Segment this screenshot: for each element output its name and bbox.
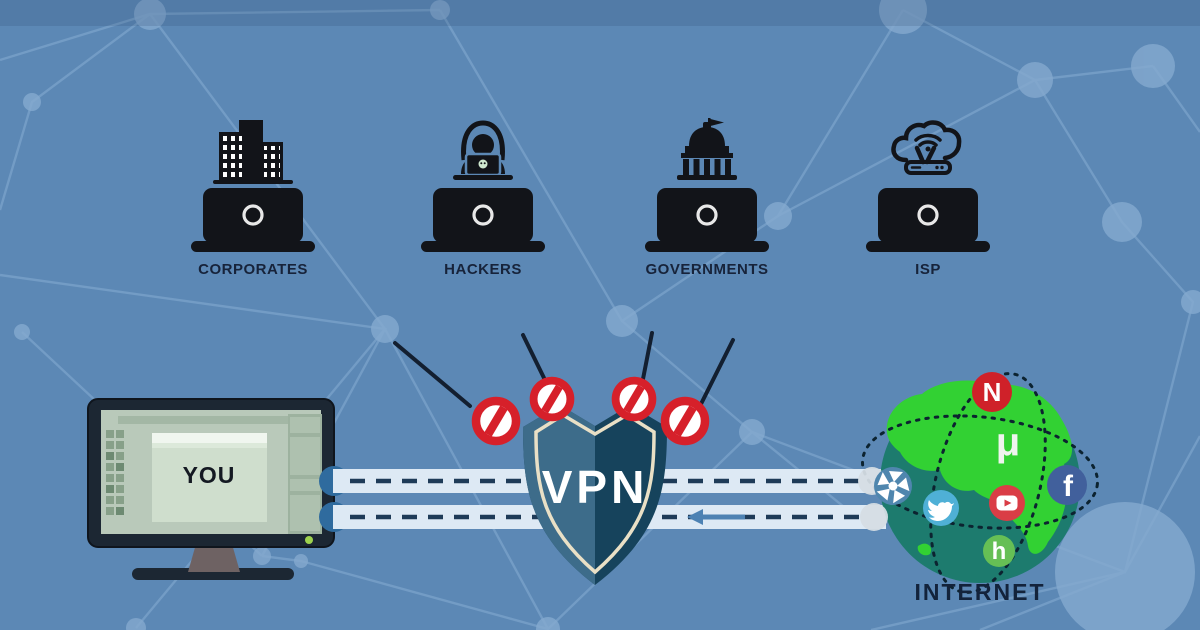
entity-corporates: CORPORATES <box>183 118 323 278</box>
vpn-shield: VPN <box>523 405 667 585</box>
play-button-icon <box>989 485 1025 521</box>
laptop-back-icon <box>864 188 992 254</box>
blocker-lines <box>393 331 735 408</box>
blocker-line <box>641 331 654 381</box>
pinwheel-icon <box>874 467 912 505</box>
blocked-signs <box>471 376 710 446</box>
internet-label: INTERNET <box>915 579 1046 605</box>
hulu-icon: h <box>983 535 1015 567</box>
laptop-back-icon <box>643 188 771 254</box>
vpn-label: VPN <box>542 461 649 513</box>
screen-sidebar-grid <box>106 430 124 515</box>
blocker-line <box>521 333 547 382</box>
entity-label: GOVERNMENTS <box>645 261 769 278</box>
entity-governments: GOVERNMENTS <box>637 118 777 278</box>
top-vignette <box>0 0 1200 26</box>
laptop-back-icon <box>419 188 547 254</box>
twitter-bird-icon <box>923 490 959 526</box>
screen-side-panel <box>288 414 322 534</box>
shield-border <box>534 412 656 575</box>
you-label: YOU <box>182 462 236 488</box>
no-entry-icon <box>611 376 657 422</box>
desktop-monitor-icon <box>87 398 335 580</box>
mesh-nodes <box>14 0 1200 630</box>
netflix-icon: N <box>972 372 1012 412</box>
hulu-glyph: h <box>992 538 1007 565</box>
continent-shape <box>886 380 1073 554</box>
facebook-glyph: f <box>1063 470 1074 503</box>
facebook-icon: f <box>1047 465 1087 505</box>
internet-globe: N μ f h INTERNET <box>858 372 1099 605</box>
no-entry-icon <box>529 376 575 422</box>
capitol-building-icon <box>661 118 753 188</box>
orbit-dotted-lines <box>861 372 1099 594</box>
office-buildings-icon <box>207 118 299 188</box>
power-led <box>305 536 313 544</box>
netflix-glyph: N <box>983 377 1002 407</box>
screen-window <box>152 433 267 522</box>
no-entry-icon <box>660 396 710 446</box>
blocker-line <box>393 341 472 408</box>
no-entry-icon <box>471 396 521 446</box>
entity-hackers: HACKERS <box>413 118 553 278</box>
entity-label: CORPORATES <box>198 261 308 278</box>
cloud-wifi-router-icon <box>882 118 974 188</box>
laptop-back-icon <box>189 188 317 254</box>
blocker-line <box>699 338 735 406</box>
tunnel-cap-right-bottom <box>860 503 888 531</box>
entity-label: ISP <box>915 261 941 278</box>
entity-label: HACKERS <box>444 261 522 278</box>
left-arrow-icon <box>687 509 745 525</box>
hooded-hacker-icon <box>437 118 529 188</box>
utorrent-icon: μ <box>996 420 1020 464</box>
entity-isp: ISP <box>858 118 998 278</box>
